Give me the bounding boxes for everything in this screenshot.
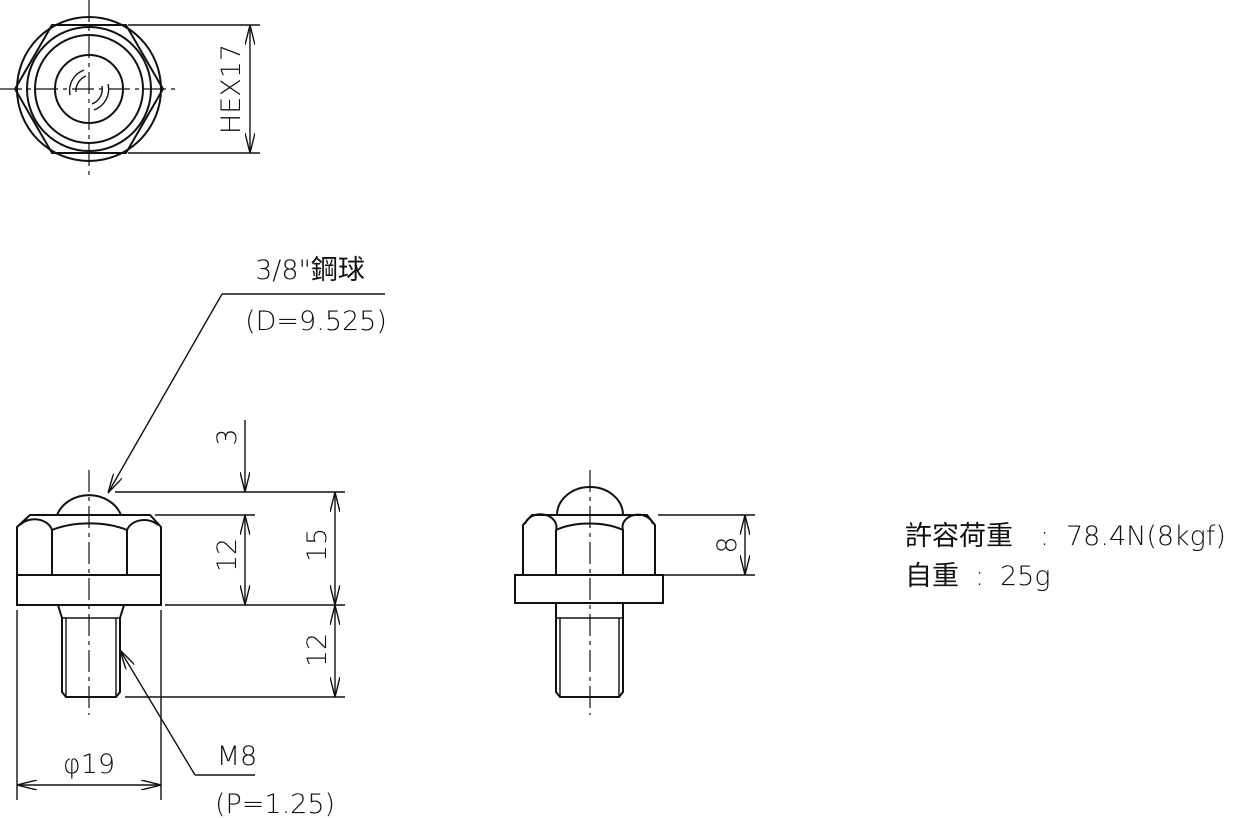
specs: 許容荷重 : 78.4N(8kgf) 自重 : 25g [905, 521, 1226, 592]
dim-ball-protrusion: 3 [212, 428, 243, 445]
weight-label: 自重 [905, 561, 959, 592]
dim-side-hex-height: 8 [712, 536, 743, 553]
front-view: 3 12 15 12 φ19 M8 (P=1.25) 3/8"鋼球 (D=9.5… [16, 255, 387, 818]
ball-diameter: (D=9.525) [245, 306, 387, 337]
dim-total-head: 15 [302, 528, 333, 562]
ball-label: 3/8"鋼球 [255, 255, 365, 286]
dim-thread-length: 12 [302, 633, 333, 667]
load-label: 許容荷重 [905, 521, 1013, 552]
side-view: 8 [514, 470, 755, 715]
thread-pitch: (P=1.25) [215, 789, 335, 818]
weight-value: 25g [1000, 561, 1051, 592]
top-view: HEX17 [0, 0, 260, 178]
load-value: 78.4N(8kgf) [1066, 521, 1226, 552]
hex-size-label: HEX17 [216, 44, 247, 134]
dim-hex-height: 12 [212, 538, 243, 572]
dim-flange-diameter: φ19 [63, 749, 115, 780]
load-separator: : [1040, 521, 1049, 552]
weight-separator: : [975, 561, 984, 592]
thread-label: M8 [217, 741, 257, 772]
